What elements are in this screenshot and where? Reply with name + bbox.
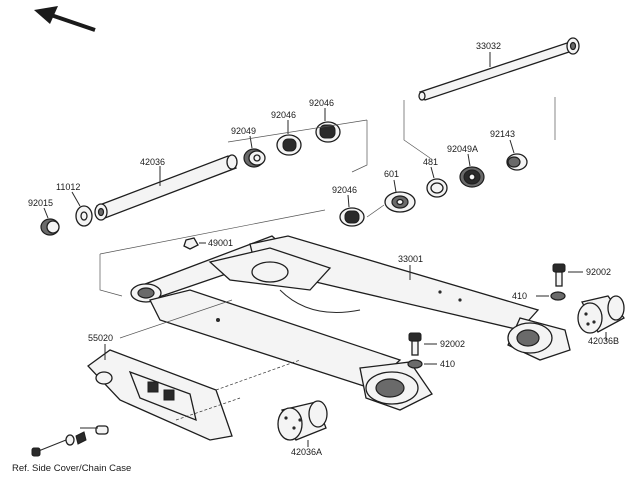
label-42036A: 42036A: [291, 447, 322, 457]
swingarm-33001: [130, 235, 571, 411]
label-410-b: 410: [440, 359, 455, 369]
label-92049A: 92049A: [447, 144, 478, 154]
label-481: 481: [423, 157, 438, 167]
reference-caption: Ref. Side Cover/Chain Case: [12, 463, 131, 474]
collar-92143: [506, 139, 528, 171]
cap-42036A: [277, 400, 328, 447]
bearing-92049A: [459, 153, 485, 188]
label-49001: 49001: [208, 238, 233, 248]
washer-410-b: [407, 359, 437, 369]
grease-fitting-49001: [183, 237, 206, 250]
washer-11012: [71, 191, 93, 227]
bolt-92002-a: [552, 263, 583, 287]
label-92002-b: 92002: [440, 339, 465, 349]
guard-fasteners: [31, 425, 109, 457]
label-92143: 92143: [490, 129, 515, 139]
bolt-92002-b: [408, 332, 437, 356]
label-92049: 92049: [231, 126, 256, 136]
label-92046-a: 92046: [271, 110, 296, 120]
needle-bearing-92046-a: [276, 120, 302, 156]
label-92046-c: 92046: [332, 185, 357, 195]
label-92002-a: 92002: [586, 267, 611, 277]
label-55020: 55020: [88, 333, 113, 343]
label-92046-b: 92046: [309, 98, 334, 108]
cap-42036B: [577, 295, 625, 340]
label-410-a: 410: [512, 291, 527, 301]
label-33001: 33001: [398, 254, 423, 264]
label-42036: 42036: [140, 157, 165, 167]
label-92015: 92015: [28, 198, 53, 208]
label-33032: 33032: [476, 41, 501, 51]
label-11012: 11012: [56, 182, 80, 192]
needle-bearing-92046-c: [339, 194, 365, 227]
washer-410-a: [536, 291, 566, 301]
seal-92015: [40, 207, 60, 236]
ring-481: [426, 166, 448, 198]
pivot-shaft-33032: [418, 37, 580, 101]
inner-collar-42036: [94, 154, 238, 221]
front-direction-arrow-icon: [34, 6, 96, 32]
chain-guard-55020: [87, 344, 233, 441]
label-42036B: 42036B: [588, 336, 619, 346]
bearing-601: [384, 179, 416, 213]
bearing-92049: [243, 135, 266, 168]
label-601: 601: [384, 169, 399, 179]
